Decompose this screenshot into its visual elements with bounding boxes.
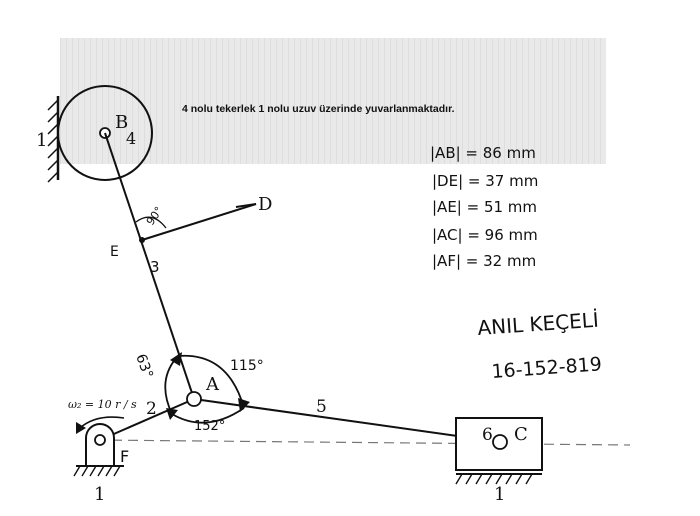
- slider-ground: [455, 473, 542, 485]
- pivot-f: [73, 423, 124, 477]
- pin-a: [186, 391, 202, 407]
- point-e-dot: [139, 237, 145, 243]
- label-link-5: 5: [316, 397, 327, 417]
- signature-id: 16-152-819: [491, 353, 603, 383]
- angle-arc-left: [164, 355, 179, 415]
- dimension-de: |DE| = 37 mm: [432, 172, 538, 190]
- angle-arrow-1: [170, 352, 182, 366]
- label-wheel-4: 4: [126, 129, 136, 148]
- reference-line: [95, 439, 631, 446]
- omega-arrowhead: [76, 422, 86, 434]
- label-point-c: C: [514, 424, 528, 445]
- label-omega: ω₂ = 10 r / s: [68, 398, 137, 411]
- label-angle-152: 152°: [194, 419, 225, 434]
- label-angle-115: 115°: [230, 358, 264, 374]
- label-point-b: B: [115, 112, 128, 133]
- angle-arc-right: [177, 354, 245, 409]
- omega-arrow: [79, 416, 125, 429]
- label-ground-left: 1: [36, 130, 47, 151]
- label-point-e: E: [110, 244, 119, 260]
- signature-name: ANIL KEÇELİ: [477, 308, 600, 340]
- wheel-4: [57, 85, 153, 181]
- dimension-ac: |AC| = 96 mm: [432, 226, 538, 244]
- pin-c: [492, 434, 508, 450]
- label-point-a: A: [205, 374, 220, 395]
- label-point-d: D: [258, 194, 272, 215]
- right-angle-arc: [135, 216, 167, 229]
- link-ed: [141, 203, 257, 241]
- label-angle-63: 63°: [132, 352, 156, 381]
- dimension-ab: |AB| = 86 mm: [430, 144, 536, 162]
- angle-arrow-2: [238, 398, 250, 412]
- label-ground-bottom-left: 1: [94, 484, 105, 505]
- angle-arc-bottom: [171, 407, 245, 424]
- label-point-f: F: [120, 447, 129, 466]
- label-link-3: 3: [150, 258, 160, 276]
- left-wall-ground: [47, 96, 60, 183]
- label-ground-bottom-right: 1: [494, 484, 505, 505]
- link-2: [99, 398, 195, 441]
- note-text: 4 nolu tekerlek 1 nolu uzuv üzerinde yuv…: [182, 103, 455, 115]
- label-link-2: 2: [146, 399, 157, 419]
- link-ed-tip: [235, 203, 257, 208]
- dimension-af: |AF| = 32 mm: [432, 252, 536, 270]
- label-slider-6: 6: [482, 425, 493, 445]
- angle-arrow-3: [166, 408, 178, 420]
- dimension-ae: |AE| = 51 mm: [432, 198, 537, 216]
